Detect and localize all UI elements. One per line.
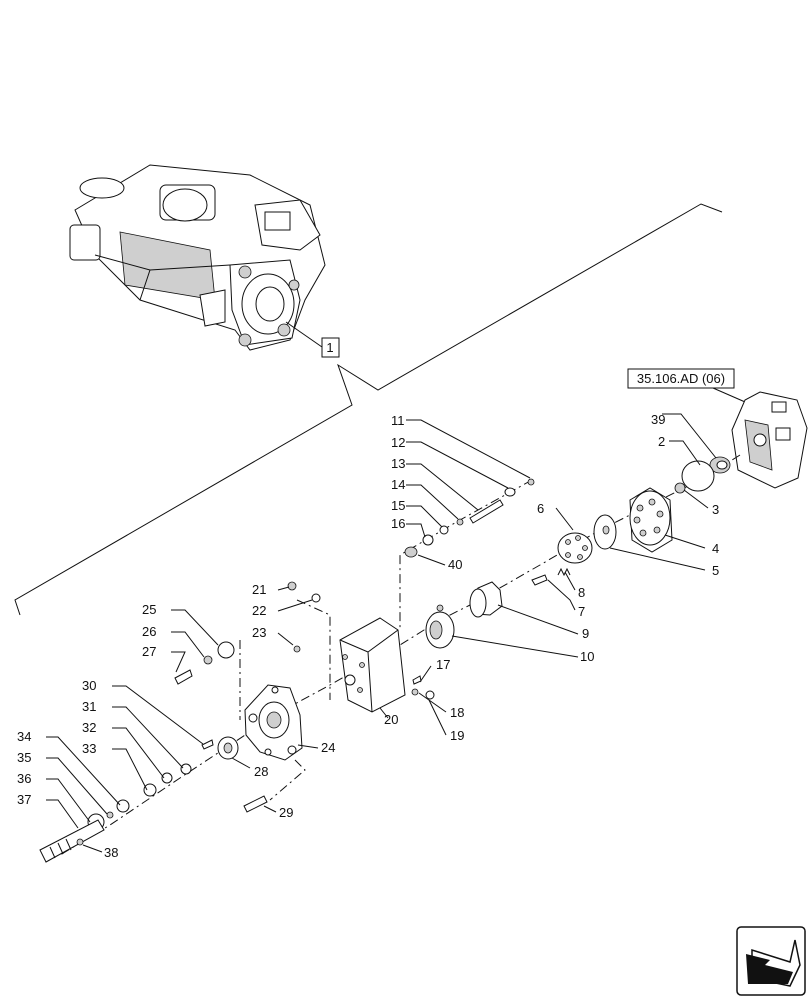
part-6-retainer-plate [557, 532, 593, 564]
callout-20: 20 [384, 712, 398, 727]
callout-22: 22 [252, 603, 266, 618]
part-32-seal [161, 772, 173, 784]
reference-label-box [627, 368, 735, 389]
callout-12: 12 [391, 435, 405, 450]
callout-8: 8 [578, 585, 585, 600]
callout-4: 4 [712, 541, 719, 556]
part-10-cradle [425, 604, 455, 649]
part-4-cylinder-block [629, 487, 673, 553]
back-arrow-icon[interactable] [736, 926, 806, 996]
part-9-swashplate [469, 581, 503, 618]
callout-3: 3 [712, 502, 719, 517]
leader-line [285, 321, 323, 348]
callout-23: 23 [252, 625, 266, 640]
callout-38: 38 [104, 845, 118, 860]
part-24-end-cover [244, 684, 303, 761]
callout-31: 31 [82, 699, 96, 714]
part-29-screw [243, 795, 268, 813]
part-11-plug [527, 478, 535, 486]
assembly-axis [269, 759, 306, 801]
assembly-axis [296, 599, 331, 700]
part-34-snap-ring [116, 799, 130, 813]
pump-assembly-illustration [69, 164, 326, 351]
callout-32: 32 [82, 720, 96, 735]
part-7-pin [531, 574, 548, 586]
callout-7: 7 [578, 604, 585, 619]
callout-27: 27 [142, 644, 156, 659]
part-25-cover [217, 641, 235, 659]
callout-9: 9 [582, 626, 589, 641]
callout-13: 13 [391, 456, 405, 471]
part-33-ring [143, 783, 157, 797]
part-30-key [201, 739, 214, 750]
callout-17: 17 [436, 657, 450, 672]
part-12-nut [504, 487, 516, 497]
callout-26: 26 [142, 624, 156, 639]
part-26-seal [203, 655, 213, 665]
part-13-piston [469, 499, 504, 524]
callout-25: 25 [142, 602, 156, 617]
part-31-ring [180, 763, 192, 775]
callout-6: 6 [537, 501, 544, 516]
reference-label: 35.106.AD (06) [637, 371, 725, 386]
detail-boundary-line [14, 203, 723, 616]
assembly-axis [399, 479, 533, 630]
callout-14: 14 [391, 477, 405, 492]
part-39-gear [709, 456, 731, 474]
callout-18: 18 [450, 705, 464, 720]
callout-40: 40 [448, 557, 462, 572]
leader-lines [46, 413, 717, 853]
callout-5: 5 [712, 563, 719, 578]
callout-2: 2 [658, 434, 665, 449]
part-18-plug [411, 688, 419, 696]
part-17-pin [412, 675, 422, 685]
part-20-housing [339, 617, 406, 713]
callout-29: 29 [279, 805, 293, 820]
assembly-callout-box [321, 337, 340, 358]
callout-36: 36 [17, 771, 31, 786]
callout-39: 39 [651, 412, 665, 427]
callout-34: 34 [17, 729, 31, 744]
part-19-screw [425, 690, 435, 700]
part-40-ring [404, 546, 418, 558]
housing-reference-illustration [731, 391, 808, 489]
part-15-ring [439, 525, 449, 535]
part-23-plug [293, 645, 301, 653]
part-35-washer [106, 811, 114, 819]
callout-11: 11 [391, 413, 405, 428]
callout-21: 21 [252, 582, 266, 597]
part-28-flange [217, 736, 239, 760]
part-5-valve-plate [593, 514, 617, 550]
part-37-drive-shaft [39, 819, 105, 863]
part-2-o-ring [681, 460, 715, 492]
part-27-screw [174, 669, 193, 685]
callout-10: 10 [580, 649, 594, 664]
callout-33: 33 [82, 741, 96, 756]
callout-24: 24 [321, 740, 335, 755]
callout-35: 35 [17, 750, 31, 765]
callout-1: 1 [326, 340, 333, 355]
callout-30: 30 [82, 678, 96, 693]
callout-28: 28 [254, 764, 268, 779]
part-8-spring [557, 567, 571, 577]
part-14-seal [456, 518, 464, 526]
part-22-seal [311, 593, 321, 603]
callout-37: 37 [17, 792, 31, 807]
part-38-key [76, 838, 84, 846]
part-21-plug [287, 581, 297, 591]
callout-16: 16 [391, 516, 405, 531]
callout-19: 19 [450, 728, 464, 743]
part-3-washer [674, 482, 686, 494]
callout-labels: 39 2 3 4 5 6 7 8 9 10 11 12 13 14 15 16 … [17, 412, 719, 860]
callout-15: 15 [391, 498, 405, 513]
part-16-washer [422, 534, 434, 546]
